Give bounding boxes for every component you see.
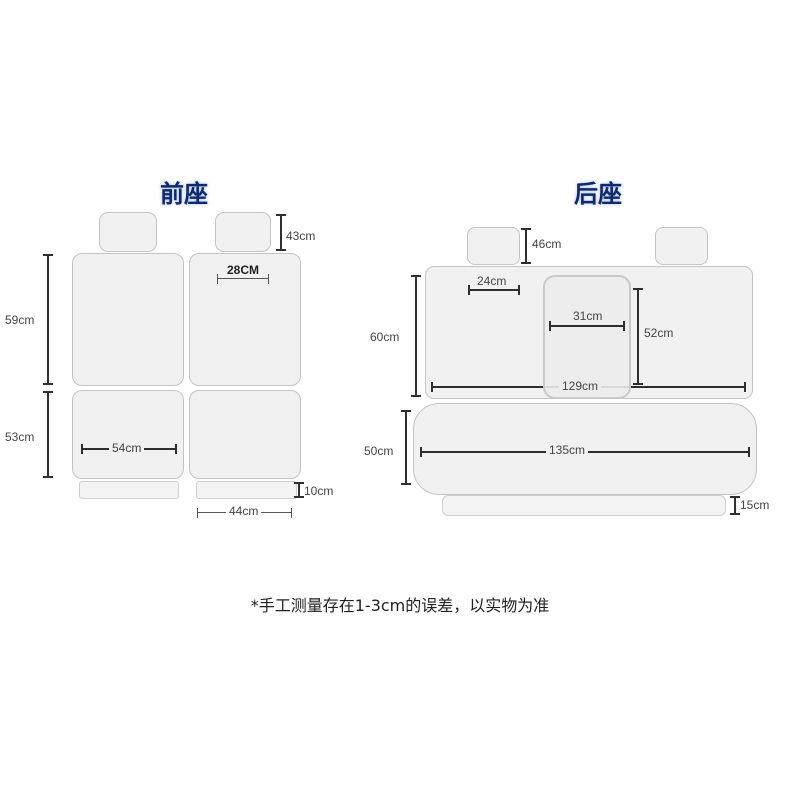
rear-headrest-height-line <box>521 228 531 264</box>
front-flap-height-line <box>294 482 304 498</box>
front-headrest-width-label: 28CM <box>224 263 263 277</box>
rear-headrest-width-label: 24cm <box>477 274 507 288</box>
rear-cushion-height-line <box>401 410 411 485</box>
front-left-cushion <box>72 390 184 479</box>
rear-middle-height-line <box>633 288 643 385</box>
front-left-backrest <box>72 253 184 386</box>
rear-cushion-height-label: 50cm <box>364 444 394 458</box>
rear-flap <box>442 495 726 516</box>
front-cushion-width-label: 54cm <box>109 441 145 455</box>
front-backrest-height-label: 59cm <box>5 313 35 327</box>
rear-cushion-width-label: 135cm <box>546 443 589 457</box>
front-flap-height-label: 10cm <box>304 484 334 498</box>
front-cushion-height-label: 53cm <box>5 430 35 444</box>
front-flap-width-label: 44cm <box>226 504 262 518</box>
front-cushion-height-line <box>43 391 53 478</box>
rear-middle-width-label: 31cm <box>573 309 603 323</box>
rear-seat-title: 后座 <box>574 180 622 208</box>
measurement-error-note: *手工测量存在1-3cm的误差，以实物为准 <box>250 596 550 615</box>
rear-left-headrest <box>467 227 520 265</box>
rear-right-headrest <box>655 227 708 265</box>
rear-middle-height-label: 52cm <box>644 326 674 340</box>
rear-backrest-width-label: 129cm <box>559 379 602 393</box>
front-right-cushion <box>189 390 301 479</box>
front-backrest-height-line <box>43 254 53 385</box>
rear-middle-width-line <box>549 321 625 331</box>
front-left-headrest <box>99 212 157 252</box>
front-headrest-height-line <box>276 214 286 251</box>
rear-headrest-width-line <box>468 285 520 295</box>
rear-backrest-height-line <box>411 275 421 397</box>
front-right-flap <box>196 481 297 499</box>
rear-flap-height-line <box>730 496 740 515</box>
rear-flap-height-label: 15cm <box>740 498 770 512</box>
front-headrest-height-label: 43cm <box>286 229 316 243</box>
front-seat-title: 前座 <box>160 180 208 208</box>
front-left-flap <box>79 481 179 499</box>
front-right-headrest <box>215 212 271 252</box>
rear-middle-panel <box>543 275 631 399</box>
rear-backrest-height-label: 60cm <box>370 330 400 344</box>
front-headrest-width-line <box>217 274 269 284</box>
rear-headrest-height-label: 46cm <box>532 237 562 251</box>
